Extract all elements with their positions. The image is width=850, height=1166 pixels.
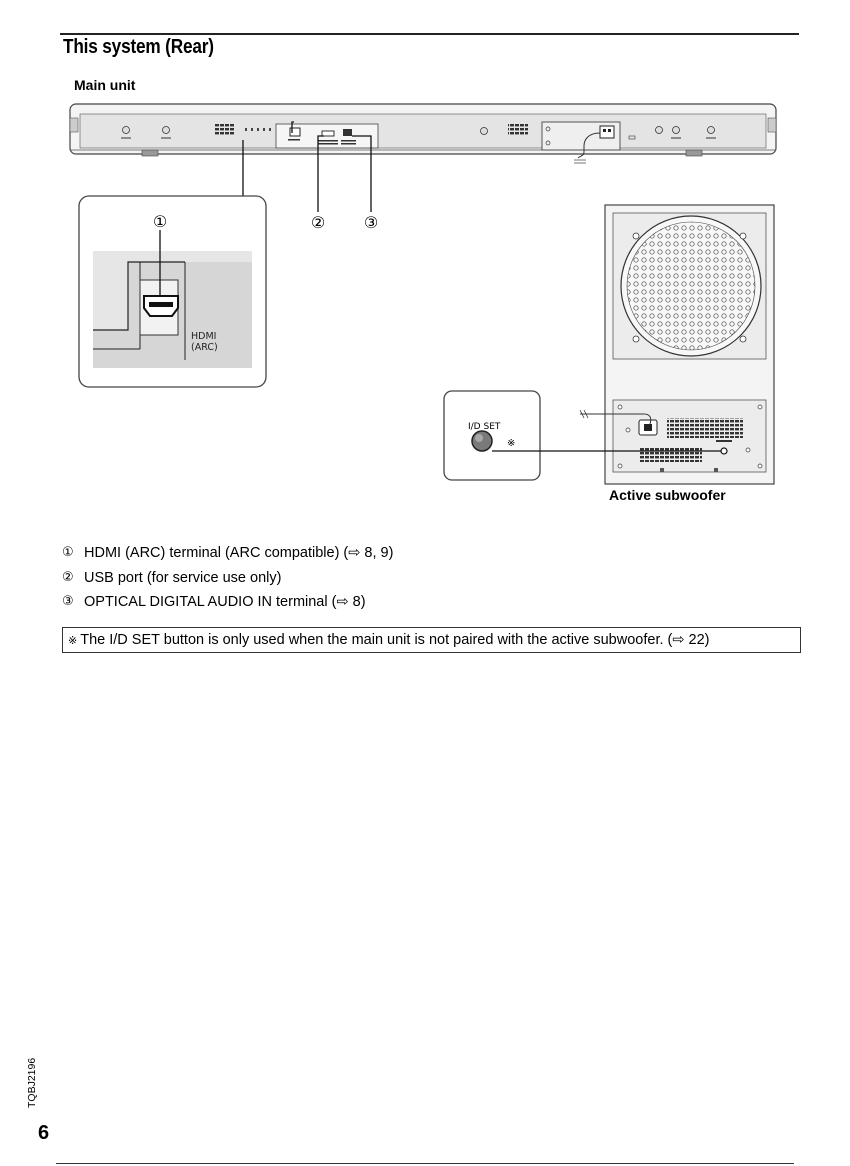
legend-text: HDMI (ARC) terminal (ARC compatible) (⇨ … <box>84 545 394 561</box>
page-number: 6 <box>38 1122 50 1144</box>
id-set-note: ※The I/D SET button is only used when th… <box>62 627 801 653</box>
hdmi-zoom-panel <box>78 195 267 388</box>
page-title: This system (Rear) <box>63 36 214 58</box>
main-unit-label: Main unit <box>74 77 136 93</box>
bottom-rule <box>56 1163 794 1164</box>
legend-item-usb: ② USB port (for service use only) <box>62 566 393 591</box>
id-set-mark: ※ <box>507 438 515 449</box>
id-set-zoom-panel <box>443 390 721 481</box>
note-mark: ※ <box>68 634 78 647</box>
callout-2: ② <box>311 213 325 232</box>
legend-item-hdmi: ① HDMI (ARC) terminal (ARC compatible) (… <box>62 541 393 566</box>
callout-1: ① <box>153 212 167 231</box>
note-text: The I/D SET button is only used when the… <box>80 632 710 648</box>
legend-item-optical: ③ OPTICAL DIGITAL AUDIO IN terminal (⇨ 8… <box>62 590 393 615</box>
legend-num: ① <box>62 545 74 560</box>
callout-3: ③ <box>364 213 378 232</box>
legend-text: USB port (for service use only) <box>84 569 282 586</box>
callout-leaders <box>242 121 372 212</box>
rear-panel-illustration: ① ② ③ HDMI (ARC) <box>69 103 777 485</box>
hdmi-label-line2: (ARC) <box>191 342 218 353</box>
hdmi-label-line1: HDMI <box>191 331 216 342</box>
terminal-legend: ① HDMI (ARC) terminal (ARC compatible) (… <box>62 541 393 615</box>
subwoofer-label: Active subwoofer <box>609 487 726 503</box>
legend-num: ③ <box>62 594 74 609</box>
main-unit-drawing <box>69 103 777 164</box>
top-rule <box>60 33 799 35</box>
subwoofer-drawing <box>579 204 775 485</box>
id-set-label: I/D SET <box>468 422 501 432</box>
legend-text: OPTICAL DIGITAL AUDIO IN terminal (⇨ 8) <box>84 594 366 610</box>
model-code: TQBJ2196 <box>26 1057 38 1108</box>
legend-num: ② <box>62 569 74 585</box>
